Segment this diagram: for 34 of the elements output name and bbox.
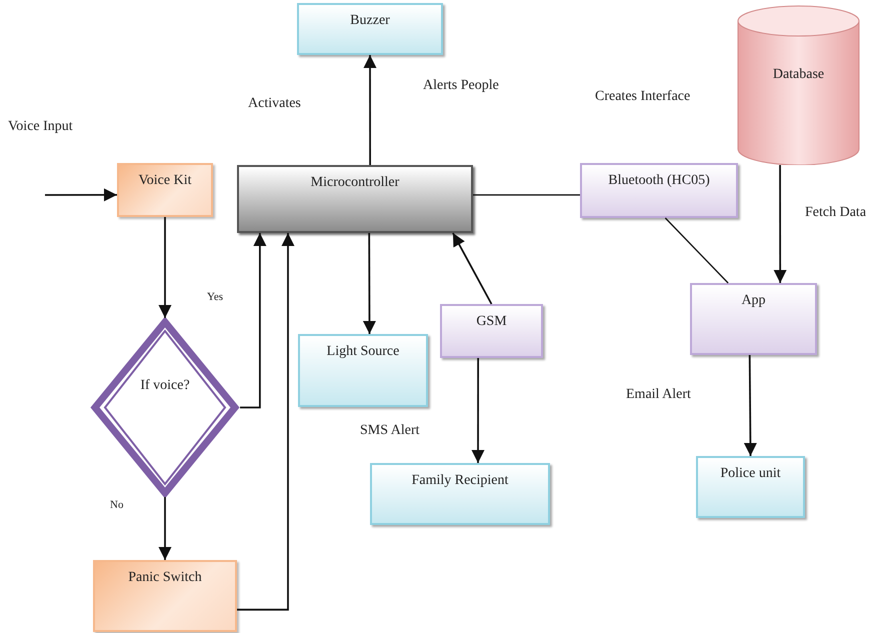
process-box: Microcontroller (237, 165, 473, 233)
annotation-text: Voice Input (8, 119, 73, 135)
decision-diamond: If voice? (90, 318, 240, 497)
annotation-text: Fetch Data (805, 205, 866, 221)
annotation-text: Activates (248, 96, 301, 112)
process-box: Light Source (298, 334, 428, 407)
arrow (240, 233, 266, 408)
arrow (237, 233, 294, 611)
arrow (158, 217, 172, 318)
annotation-text: Alerts People (423, 78, 499, 94)
connector-line (473, 194, 580, 196)
process-box: Buzzer (297, 3, 443, 55)
arrow (45, 188, 117, 202)
process-box: Panic Switch (93, 560, 237, 632)
arrow (362, 233, 376, 334)
process-box: App (690, 283, 817, 355)
annotation-text: Yes (207, 291, 224, 303)
arrow (774, 165, 787, 283)
arrow (452, 232, 492, 304)
process-box: Voice Kit (117, 163, 213, 217)
arrow (364, 55, 376, 165)
annotation-text: Email Alert (626, 387, 691, 403)
process-box: Family Recipient (370, 463, 550, 525)
annotation-text: Creates Interface (595, 89, 690, 105)
arrow (158, 497, 172, 560)
process-box: Police unit (696, 456, 805, 518)
process-box: Bluetooth (HC05) (580, 163, 738, 218)
database-cylinder: Database (737, 5, 860, 165)
process-box: GSM (440, 304, 543, 358)
arrow (744, 355, 757, 456)
annotation-text: No (110, 499, 124, 511)
arrow (472, 358, 485, 463)
annotation-text: SMS Alert (360, 423, 420, 439)
connector-line (664, 218, 729, 284)
